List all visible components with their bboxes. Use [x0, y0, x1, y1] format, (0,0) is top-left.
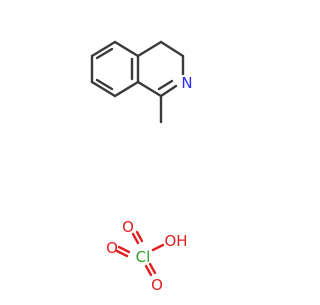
bond-c8-c8a	[113, 80, 140, 98]
bond-cl-o-top-b	[135, 230, 144, 243]
bond-cl-o-left-a	[117, 245, 131, 254]
bond-c5-c6-inner	[95, 47, 114, 60]
bond-cl-o-top-a	[131, 232, 140, 245]
bond-c1-n	[159, 84, 178, 98]
perchloric-acid-molecule: O O O Cl OH	[106, 218, 187, 294]
hydroxyl-label: OH	[164, 232, 187, 250]
bond-cl-o-bottom-a	[144, 264, 153, 277]
bond-cl-o-left-b	[115, 249, 129, 258]
bond-c4-c3	[159, 40, 185, 58]
bond-c4a-c4	[136, 40, 163, 58]
dihydroisoquinoline-molecule: N	[90, 40, 193, 124]
chlorine-label: Cl	[136, 248, 151, 266]
bond-c1-n-double	[157, 79, 174, 91]
oxygen-left-label: O	[106, 239, 118, 257]
structure-drawing: N O O O Cl OH	[90, 40, 193, 294]
bond-ring-c1	[136, 80, 163, 98]
oxygen-top-label: O	[122, 218, 134, 236]
structure-canvas: N O O O Cl OH	[90, 40, 193, 294]
nitrogen-label: N	[181, 74, 192, 92]
oxygen-bottom-label: O	[151, 276, 163, 294]
bond-c4a-c5	[113, 40, 140, 58]
bond-cl-oh	[151, 243, 165, 252]
bond-cl-o-bottom-b	[148, 262, 157, 275]
bond-c5-c6	[90, 40, 117, 58]
bond-c7-c8-inner	[95, 78, 114, 91]
bond-c7-c8	[90, 80, 117, 98]
